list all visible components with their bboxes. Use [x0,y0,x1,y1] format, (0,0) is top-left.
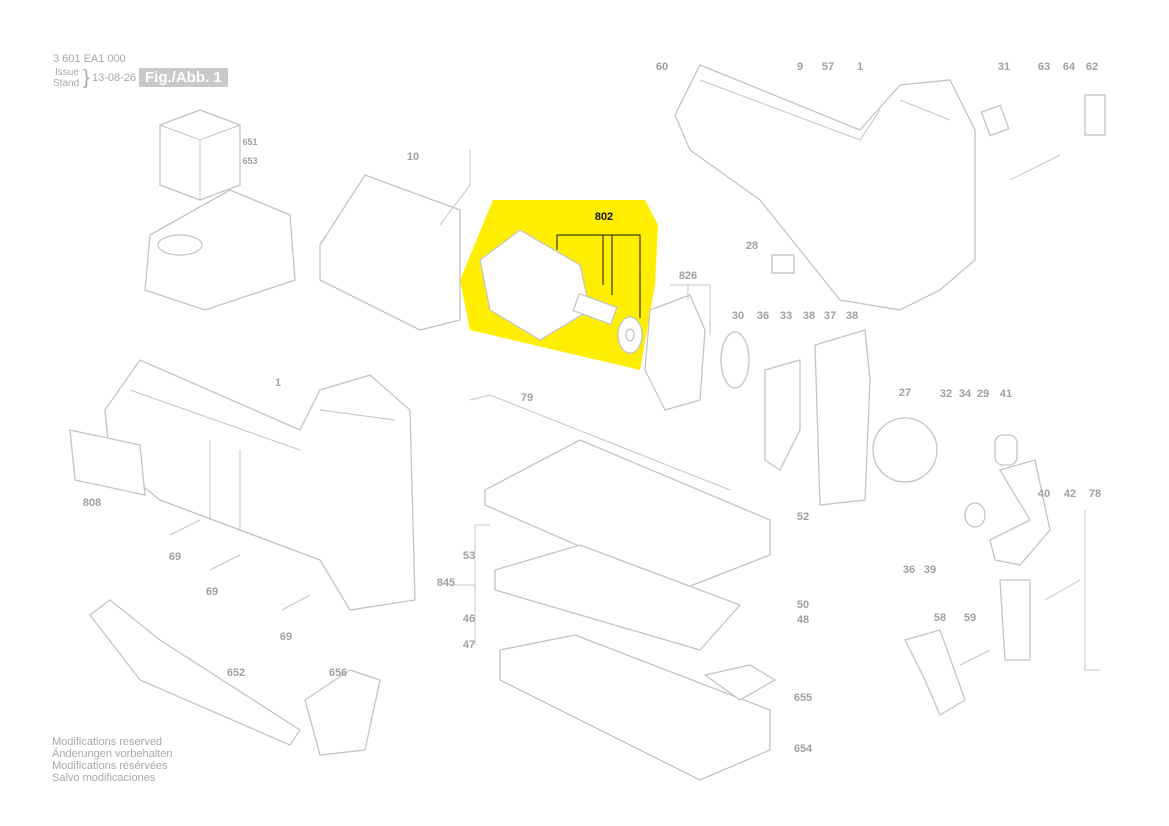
washer-30 [720,331,750,389]
part-label[interactable]: 69 [205,586,219,598]
footplate [484,439,771,591]
part-label[interactable]: 48 [796,614,810,626]
shoe-654 [499,634,771,781]
housing-half-bottom [104,359,416,611]
plate-46 [494,544,742,651]
battery-pack [159,109,241,201]
part-label[interactable]: 46 [462,613,476,625]
part-label[interactable]: 52 [796,511,810,523]
cap-656 [304,669,381,756]
motor-bracket [644,294,706,411]
part-label[interactable]: 653 [242,156,258,166]
part-label[interactable]: 38 [845,310,859,322]
part-label[interactable]: 59 [963,612,977,624]
part-label[interactable]: 34 [958,388,972,400]
part-label[interactable]: 651 [242,137,258,147]
part-label[interactable]: 62 [1085,61,1099,73]
part-label[interactable]: 29 [976,388,990,400]
part-label[interactable]: 808 [82,497,102,509]
part-label[interactable]: 33 [779,310,793,322]
part-label[interactable]: 32 [939,388,953,400]
part-label[interactable]: 60 [655,61,669,73]
part-label[interactable]: 40 [1037,488,1051,500]
figure-label: Fig./Abb. 1 [139,68,228,87]
part-label[interactable]: 50 [796,599,810,611]
part-label[interactable]: 31 [997,61,1011,73]
brace: } [83,67,90,89]
part-label[interactable]: 41 [999,388,1013,400]
part-label[interactable]: 63 [1037,61,1051,73]
cover-37 [814,329,871,506]
lever-40 [989,459,1051,566]
switch-module [319,150,471,331]
issue-date: 13-08-26 [92,72,137,84]
part-label[interactable]: 69 [279,631,293,643]
document-number: 3 601 EA1 000 [53,53,126,65]
notice-es: Salvo modificaciones [52,772,156,784]
charger [144,189,296,311]
notice-en: Modifications reserved [52,736,163,748]
gear-27 [872,417,938,483]
stand-label: Stand [53,78,80,89]
plunger [999,579,1031,661]
part-label[interactable]: 39 [923,564,937,576]
modifications-notice: Modifications reserved Änderungen vorbeh… [52,736,172,784]
part-label[interactable]: 30 [731,310,745,322]
blade-guard-652 [89,599,301,746]
part-label[interactable]: 28 [745,240,759,252]
part-label[interactable]: 36 [756,310,770,322]
part-label[interactable]: 826 [678,270,698,282]
part-label[interactable]: 1 [274,377,282,389]
adjuster-655 [703,664,777,701]
plate-33 [764,359,801,471]
part-label[interactable]: 47 [462,639,476,651]
part-label[interactable]: 36 [902,564,916,576]
part-label[interactable]: 10 [406,151,420,163]
part-label-highlighted[interactable]: 802 [594,211,614,223]
issue-label: Issue [55,67,79,78]
notice-fr: Modifications résérvées [52,760,168,772]
part-label[interactable]: 79 [520,392,534,404]
part-label[interactable]: 9 [796,61,804,73]
part-label[interactable]: 78 [1088,488,1102,500]
part-label[interactable]: 656 [328,667,348,679]
part-label[interactable]: 42 [1063,488,1077,500]
housing-half-top [674,64,976,311]
part-label[interactable]: 57 [821,61,835,73]
part-label[interactable]: 38 [802,310,816,322]
label-808 [69,429,146,496]
part-label[interactable]: 69 [168,551,182,563]
part-label[interactable]: 64 [1062,61,1076,73]
part-label[interactable]: 58 [933,612,947,624]
part-label[interactable]: 655 [793,692,813,704]
part-label[interactable]: 652 [226,667,246,679]
part-label[interactable]: 654 [793,743,813,755]
notice-de: Änderungen vorbehalten [52,748,173,760]
motor-802 [479,229,643,354]
part-label[interactable]: 53 [462,550,476,562]
part-label[interactable]: 27 [898,387,912,399]
part-label[interactable]: 845 [436,577,456,589]
part-label[interactable]: 37 [823,310,837,322]
part-label[interactable]: 1 [856,61,864,73]
